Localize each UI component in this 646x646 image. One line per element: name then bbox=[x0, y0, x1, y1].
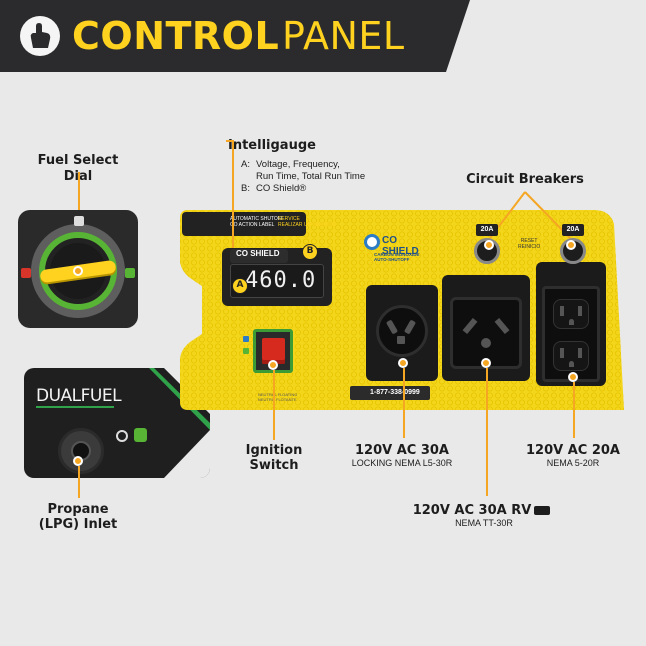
service-line-2: REALIZAR UN SERVICIO bbox=[278, 222, 337, 228]
propane-label-2: (LPG) Inlet bbox=[38, 517, 118, 532]
circuit-breakers-label: Circuit Breakers bbox=[466, 172, 584, 187]
co-shield-logo: CO SHIELD bbox=[364, 232, 430, 257]
slot-top-ground bbox=[569, 319, 574, 325]
dual-fuel-underline bbox=[36, 406, 114, 408]
slot-top-left bbox=[560, 306, 564, 316]
ignition-label-2: Switch bbox=[249, 458, 299, 473]
n520-pointer-line bbox=[573, 382, 575, 438]
intelligauge-pointer-line bbox=[232, 140, 234, 260]
outlet-5-20r-face[interactable] bbox=[542, 286, 600, 382]
tt-slot-left bbox=[462, 317, 478, 335]
co-shield-sub: CARBON MONOXIDE AUTO-SHUTOFF bbox=[374, 252, 420, 262]
intelligauge-pointer-tick bbox=[226, 140, 234, 142]
outlet-520-title: 120V AC 20A bbox=[525, 443, 620, 458]
neutral-line-1: NEUTRAL FLOATING bbox=[258, 392, 298, 397]
intelligauge-line-a: Voltage, Frequency, bbox=[256, 159, 340, 170]
gauge-readout: 460.0 bbox=[245, 268, 317, 293]
phone-number: 1-877-338-0999 bbox=[370, 389, 420, 396]
l5-pointer-dot bbox=[398, 358, 408, 368]
breaker-right-dot bbox=[566, 240, 576, 250]
header-banner: CONTROL PANEL bbox=[0, 0, 470, 72]
off-icon bbox=[74, 216, 84, 226]
co-shield-icon bbox=[364, 234, 380, 250]
reset-line-2: REINICIO bbox=[518, 244, 541, 250]
n520-pointer-dot bbox=[568, 372, 578, 382]
ignition-rocker[interactable] bbox=[262, 338, 285, 364]
ignition-indicator-green bbox=[243, 348, 249, 354]
outlet-5-20r-cover[interactable] bbox=[536, 262, 606, 386]
outlet-l5-title: 120V AC 30A bbox=[354, 443, 449, 458]
header-background bbox=[0, 0, 470, 72]
warning-label: AUTOMATIC SHUTOFF CO ACTION LABEL bbox=[230, 216, 284, 228]
intelligauge-line-a2: Run Time, Total Run Time bbox=[256, 171, 366, 182]
l5-pointer-line bbox=[403, 368, 405, 438]
slot-bottom-left bbox=[560, 348, 564, 358]
receptacle-top[interactable] bbox=[553, 299, 589, 329]
intelligauge-line-a-prefix: A: bbox=[241, 159, 250, 170]
propane-label-1: Propane bbox=[47, 502, 109, 517]
page-title-bold: CONTROL bbox=[72, 14, 280, 58]
breaker-left-rating: 20A bbox=[476, 224, 498, 236]
service-line-1: SERVICE bbox=[278, 216, 300, 222]
gauge-shield-text: CO SHIELD bbox=[236, 249, 280, 258]
page-title-light: PANEL bbox=[282, 14, 405, 58]
outlet-tt-subtitle: NEMA TT-30R bbox=[455, 518, 513, 528]
warning-line-1: AUTOMATIC SHUTOFF bbox=[230, 216, 284, 222]
l5-slot-right bbox=[403, 319, 417, 335]
neutral-line-2: NEUTRO FLOTANTE bbox=[258, 397, 297, 402]
lpg-inlet-port[interactable] bbox=[58, 428, 104, 474]
breaker-left-dot bbox=[484, 240, 494, 250]
warning-line-2: CO ACTION LABEL bbox=[230, 222, 275, 228]
slot-bottom-ground bbox=[569, 361, 574, 367]
propane-pointer-dot bbox=[73, 456, 83, 466]
reset-label: RESET REINICIO bbox=[518, 238, 540, 250]
co-shield-sub-2: AUTO-SHUTOFF bbox=[374, 257, 410, 262]
intelligauge-line-b-prefix: B: bbox=[241, 183, 250, 194]
propane-icon bbox=[125, 268, 135, 278]
co-shield-text: CO SHIELD bbox=[382, 235, 419, 257]
rv-icon bbox=[534, 506, 550, 515]
slot-top-right bbox=[578, 306, 582, 316]
outlet-tt-30r-face[interactable] bbox=[450, 297, 522, 369]
intelligauge-label: Intelligauge bbox=[228, 138, 316, 153]
dual-fuel-logo: DUALFUEL bbox=[36, 386, 122, 406]
service-label: SERVICE REALIZAR UN SERVICIO bbox=[278, 216, 336, 228]
tt-slot-right bbox=[494, 317, 510, 335]
reset-line-1: RESET bbox=[520, 238, 538, 244]
l5-slot-left bbox=[385, 319, 399, 335]
ignition-pointer-dot bbox=[268, 360, 278, 370]
outlet-l5-subtitle: LOCKING NEMA L5-30R bbox=[351, 458, 453, 468]
tt-slot-ground bbox=[481, 338, 491, 348]
gas-icon bbox=[21, 268, 31, 278]
outlet-520-subtitle: NEMA 5-20R bbox=[546, 458, 600, 468]
l5-slot-ground bbox=[397, 336, 405, 344]
fuel-word: FUEL bbox=[80, 386, 122, 406]
co-shield-sub-1: CARBON MONOXIDE bbox=[374, 252, 420, 257]
valve-icon bbox=[116, 430, 128, 442]
propane-pointer-line bbox=[78, 466, 80, 498]
ignition-indicator-blue bbox=[243, 336, 249, 342]
marker-a: A bbox=[232, 278, 248, 294]
ignition-label-1: Ignition bbox=[245, 443, 303, 458]
outlet-tt-title: 120V AC 30A RV bbox=[412, 503, 532, 518]
dual-word: DUAL bbox=[36, 386, 81, 406]
receptacle-bottom[interactable] bbox=[553, 341, 589, 371]
neutral-label: NEUTRAL FLOATING NEUTRO FLOTANTE bbox=[258, 392, 297, 402]
propane-tank-icon bbox=[134, 428, 147, 442]
marker-b: B bbox=[302, 244, 318, 260]
tt-pointer-line bbox=[486, 368, 488, 496]
gauge-co-shield: CO SHIELD bbox=[230, 249, 288, 263]
fuel-pointer-dot bbox=[73, 266, 83, 276]
intelligauge-line-b: CO Shield® bbox=[256, 183, 307, 194]
hand-pointer-icon bbox=[20, 16, 60, 56]
fuel-select-label: Fuel Select Dial bbox=[37, 153, 119, 184]
slot-bottom-right bbox=[578, 348, 582, 358]
breaker-right-rating: 20A bbox=[562, 224, 584, 236]
outlet-l5-30r-face[interactable] bbox=[376, 305, 428, 357]
tt-pointer-dot bbox=[481, 358, 491, 368]
ignition-pointer-line bbox=[273, 370, 275, 440]
